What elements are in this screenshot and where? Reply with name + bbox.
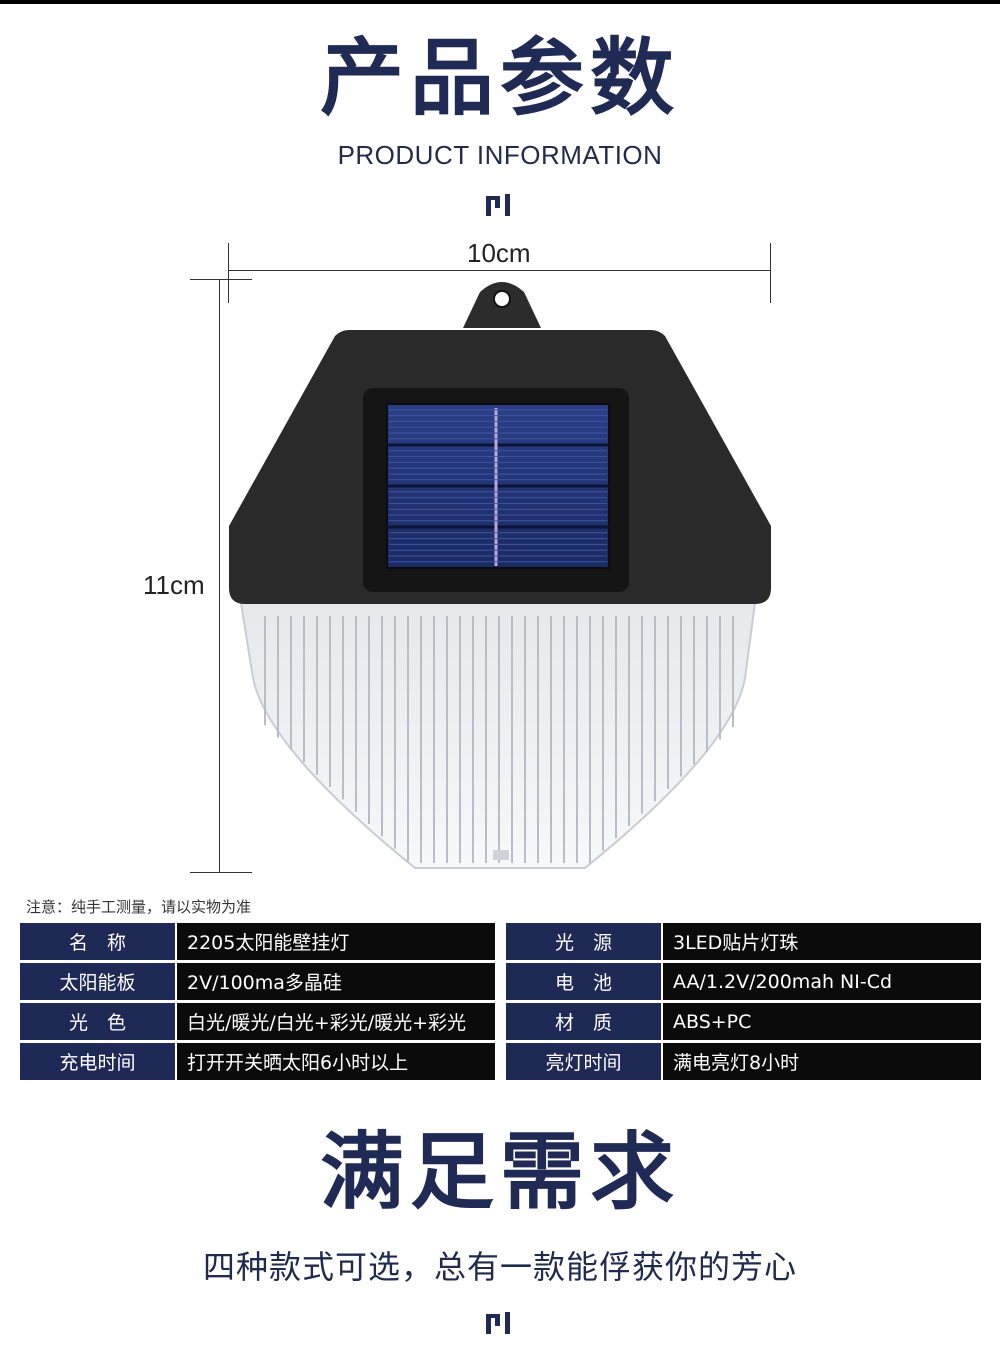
spec-key: 光 源 bbox=[506, 923, 661, 960]
table-row: 充电时间 打开开关晒太阳6小时以上 bbox=[20, 1043, 495, 1080]
spec-value: ABS+PC bbox=[661, 1003, 981, 1040]
height-dim-bottom-tick bbox=[190, 872, 252, 873]
spec-key: 太阳能板 bbox=[20, 963, 175, 1000]
spec-key: 电 池 bbox=[506, 963, 661, 1000]
table-row: 光 源 3LED贴片灯珠 bbox=[506, 923, 981, 960]
spec-value: AA/1.2V/200mah NI-Cd bbox=[661, 963, 981, 1000]
table-row: 太阳能板 2V/100ma多晶硅 bbox=[20, 963, 495, 1000]
spec-value: 2205太阳能壁挂灯 bbox=[175, 923, 495, 960]
table-row: 材 质 ABS+PC bbox=[506, 1003, 981, 1040]
spec-key: 光 色 bbox=[20, 1003, 175, 1040]
table-row: 名 称 2205太阳能壁挂灯 bbox=[20, 923, 495, 960]
spec-key: 材 质 bbox=[506, 1003, 661, 1040]
spec-table-right: 光 源 3LED贴片灯珠 电 池 AA/1.2V/200mah NI-Cd 材 … bbox=[506, 920, 981, 1083]
height-dim-line bbox=[219, 279, 220, 873]
measurement-note: 注意：纯手工测量，请以实物为准 bbox=[26, 898, 252, 916]
decorative-mark-icon bbox=[486, 194, 516, 218]
section2-subtitle: 四种款式可选，总有一款能俘获你的芳心 bbox=[202, 1248, 797, 1286]
width-dim-line bbox=[228, 270, 770, 271]
spec-value: 2V/100ma多晶硅 bbox=[175, 963, 495, 1000]
spec-value: 打开开关晒太阳6小时以上 bbox=[175, 1043, 495, 1080]
spec-key: 名 称 bbox=[20, 923, 175, 960]
section-title-needs: 满足需求 bbox=[319, 1123, 680, 1221]
spec-value: 白光/暖光/白光+彩光/暖光+彩光 bbox=[175, 1003, 495, 1040]
table-row: 电 池 AA/1.2V/200mah NI-Cd bbox=[506, 963, 981, 1000]
width-dim-label: 10cm bbox=[467, 238, 531, 268]
table-row: 亮灯时间 满电亮灯8小时 bbox=[506, 1043, 981, 1080]
top-border bbox=[0, 0, 1000, 4]
height-dim-label: 11cm bbox=[143, 570, 205, 600]
solar-wall-light-image bbox=[229, 282, 771, 869]
decorative-mark-icon bbox=[486, 1312, 516, 1336]
spec-value: 3LED贴片灯珠 bbox=[661, 923, 981, 960]
height-dim-top-tick bbox=[190, 279, 252, 280]
section-title-product-info: 产品参数 bbox=[319, 29, 680, 127]
section-subtitle: PRODUCT INFORMATION bbox=[337, 140, 663, 170]
spec-key: 亮灯时间 bbox=[506, 1043, 661, 1080]
spec-value: 满电亮灯8小时 bbox=[661, 1043, 981, 1080]
width-dim-right-tick bbox=[770, 243, 771, 303]
table-row: 光 色 白光/暖光/白光+彩光/暖光+彩光 bbox=[20, 1003, 495, 1040]
spec-table-left: 名 称 2205太阳能壁挂灯 太阳能板 2V/100ma多晶硅 光 色 白光/暖… bbox=[20, 920, 495, 1083]
spec-key: 充电时间 bbox=[20, 1043, 175, 1080]
width-dim-left-tick bbox=[228, 243, 229, 303]
